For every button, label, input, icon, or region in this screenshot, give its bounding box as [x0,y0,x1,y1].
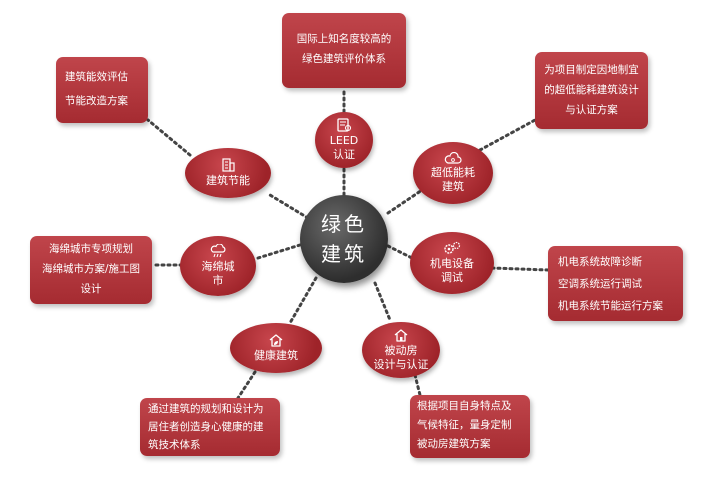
node-passive-house: 被动房 设计与认证 [362,322,440,378]
box-text-line: 被动房建筑方案 [417,438,491,450]
node-label-line: 认证 [333,148,355,161]
water-cloud-icon [210,244,226,258]
box-text-line: 机电系统节能运行方案 [558,300,663,312]
box-text-line: 与认证方案 [565,104,618,116]
box-text-line: 空调系统运行调试 [558,278,642,290]
hub-title-line: 建筑 [321,242,367,266]
connector-passive-box [413,373,422,397]
connector-healthy-box [236,370,257,400]
node-mep-commissioning: 机电设备 调试 [410,232,494,294]
box-text-line: 通过建筑的规划和设计为 [148,403,264,415]
box-text-line: 绿色建筑评价体系 [302,53,386,65]
gears-icon [444,241,461,254]
box-text-line: 海绵城市专项规划 [49,243,133,255]
connector-hub-healthy [288,276,318,325]
sponge-description-box: 海绵城市专项规划 海绵城市方案/施工图 设计 [30,236,152,304]
box-text-line: 居住者创造身心健康的建 [148,421,264,433]
node-label-line: 调试 [441,271,463,284]
box-text-line: 筑技术体系 [148,439,201,451]
node-healthy-building: 健康建筑 [230,323,322,373]
connector-hub-mep [386,244,414,260]
connector-ultra-low-box [478,118,537,152]
healthy-description-box: 通过建筑的规划和设计为 居住者创造身心健康的建 筑技术体系 [140,398,280,456]
node-label-line: 被动房 [384,343,418,357]
box-text-line: 国际上知名度较高的 [296,33,392,45]
node-label-line: 超低能耗 [431,166,475,179]
node-label-line: 建筑节能 [206,174,250,187]
node-label-line: 健康建筑 [254,348,298,362]
ultra-low-description-box: 为项目制定因地制宜 的超低能耗建筑设计 与认证方案 [535,52,648,129]
node-label-line: 市 [212,274,224,287]
node-label-line: LEED [329,134,359,147]
node-label-line: 海绵城 [201,260,235,273]
box-text-line: 海绵城市方案/施工图 [41,263,141,275]
node-label-line: 机电设备 [430,257,474,270]
hub-title-line: 绿色 [321,212,367,236]
passive-description-box: 根据项目自身特点及 气候特征，量身定制 被动房建筑方案 [410,395,530,458]
connector-energy-box [146,118,192,157]
box-text-line: 为项目制定因地制宜 [544,64,639,76]
node-label-line: 设计与认证 [373,357,429,371]
connector-mep-box [490,266,550,272]
connector-hub-passive [373,281,392,322]
certificate-icon [337,118,352,132]
node-leed-certification: LEED 认证 [315,112,373,168]
connector-hub-sponge [256,243,302,260]
node-label-line: 建筑 [442,180,464,193]
box-text-line: 节能改造方案 [65,95,128,107]
box-text-line: 气候特征，量身定制 [417,419,512,431]
box-text-line: 机电系统故障诊断 [558,256,642,268]
connector-hub-energy [268,193,310,220]
leaf-house-icon [269,333,283,347]
leed-description-box: 国际上知名度较高的 绿色建筑评价体系 [282,13,406,88]
box-text-line: 设计 [80,283,102,295]
box-text-line: 的超低能耗建筑设计 [544,84,639,96]
connector-hub-ultra-low [386,186,427,215]
node-sponge-city: 海绵城 市 [180,236,256,296]
node-ultra-low-energy: 超低能耗 建筑 [413,142,493,204]
building-icon [222,158,235,172]
box-text-line: 根据项目自身特点及 [417,400,512,412]
house-icon [394,328,408,342]
mep-description-box: 机电系统故障诊断 空调系统运行调试 机电系统节能运行方案 [548,246,683,321]
energy-description-box: 建筑能效评估 节能改造方案 [56,57,148,123]
node-building-energy-saving: 建筑节能 [185,148,271,198]
box-text-line: 建筑能效评估 [65,71,128,83]
cloud-co2-icon [444,152,462,164]
hub-green-building: 绿色 建筑 [300,195,388,283]
